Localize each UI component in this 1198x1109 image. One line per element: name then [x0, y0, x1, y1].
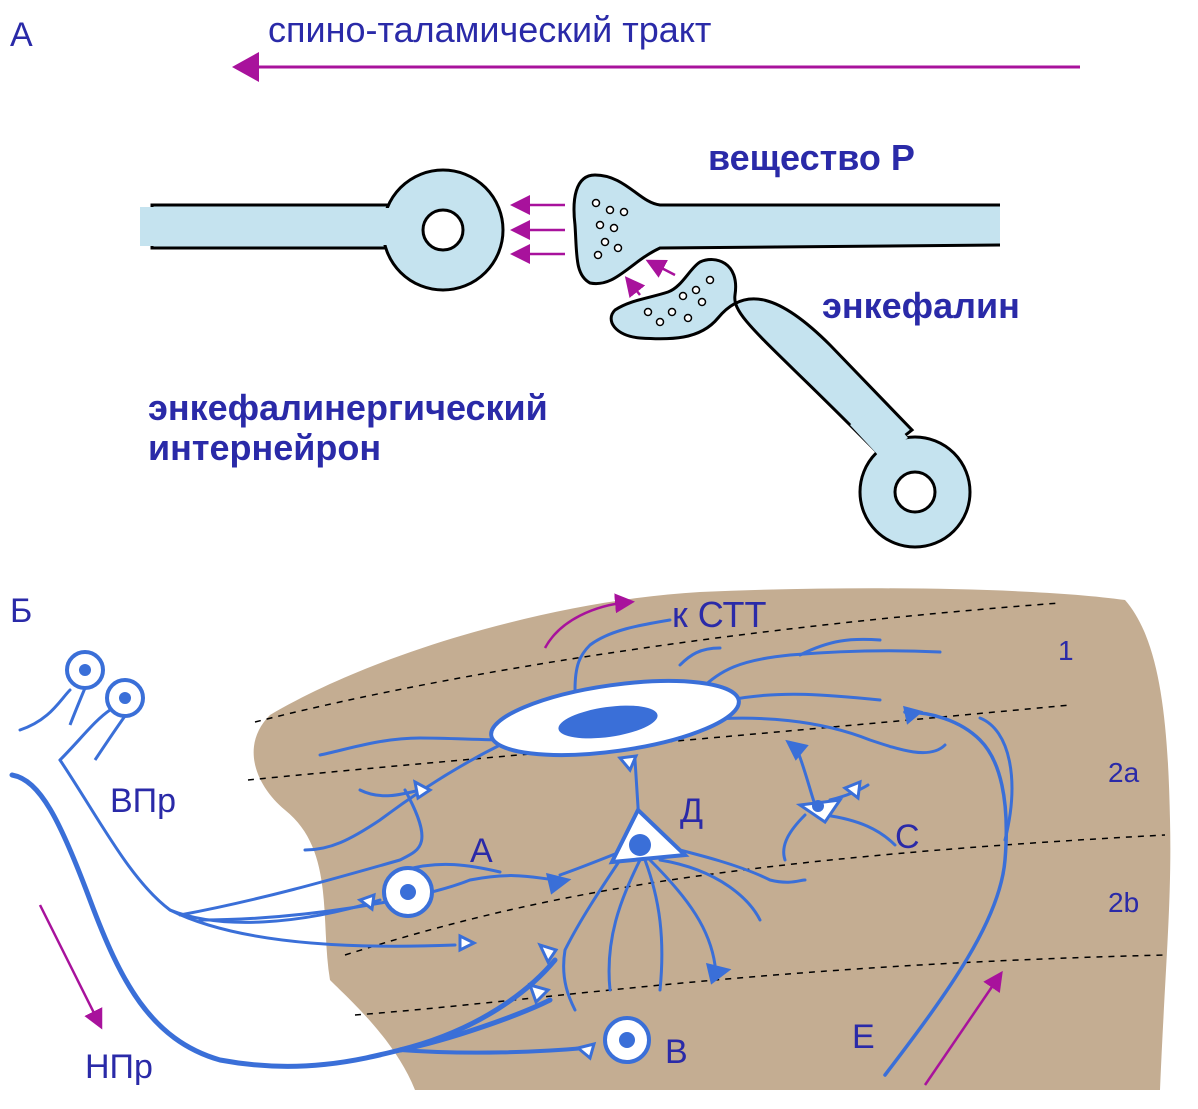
dorsal-horn-tissue [254, 588, 1171, 1090]
panel-b-letter: Б [10, 592, 32, 630]
layer-1-label: 1 [1058, 635, 1074, 666]
cell-a [384, 868, 432, 916]
interneuron-label-2: интернейрон [148, 427, 381, 468]
cell-d-label: Д [680, 792, 703, 830]
vpr-label: ВПр [110, 782, 176, 820]
layer-2a-label: 2а [1108, 757, 1140, 788]
panel-a-letter: А [10, 16, 33, 54]
cell-b [605, 1018, 649, 1062]
npr-label: НПр [85, 1048, 153, 1086]
layer-2b-label: 2b [1108, 887, 1139, 918]
enkephalin-label: энкефалин [822, 285, 1020, 326]
interneuron-label-1: энкефалинергический [148, 387, 548, 428]
panel-b: Б к СТТ 1 2а 2b ВПр НПр А Д С В Е [10, 588, 1170, 1090]
tract-label: спино-таламический тракт [268, 9, 711, 50]
substance-p-terminal [574, 175, 1000, 284]
panel-a: А спино-таламический тракт [10, 9, 1080, 547]
cell-a-label: А [470, 832, 493, 870]
stt-label: к СТТ [672, 594, 767, 635]
tract-neuron [140, 170, 503, 290]
ganglion-cells [67, 652, 143, 760]
substance-p-label: вещество Р [708, 137, 915, 178]
cell-e-label: Е [852, 1018, 875, 1056]
cell-c-label: С [895, 818, 920, 856]
cell-b-label: В [665, 1033, 688, 1071]
